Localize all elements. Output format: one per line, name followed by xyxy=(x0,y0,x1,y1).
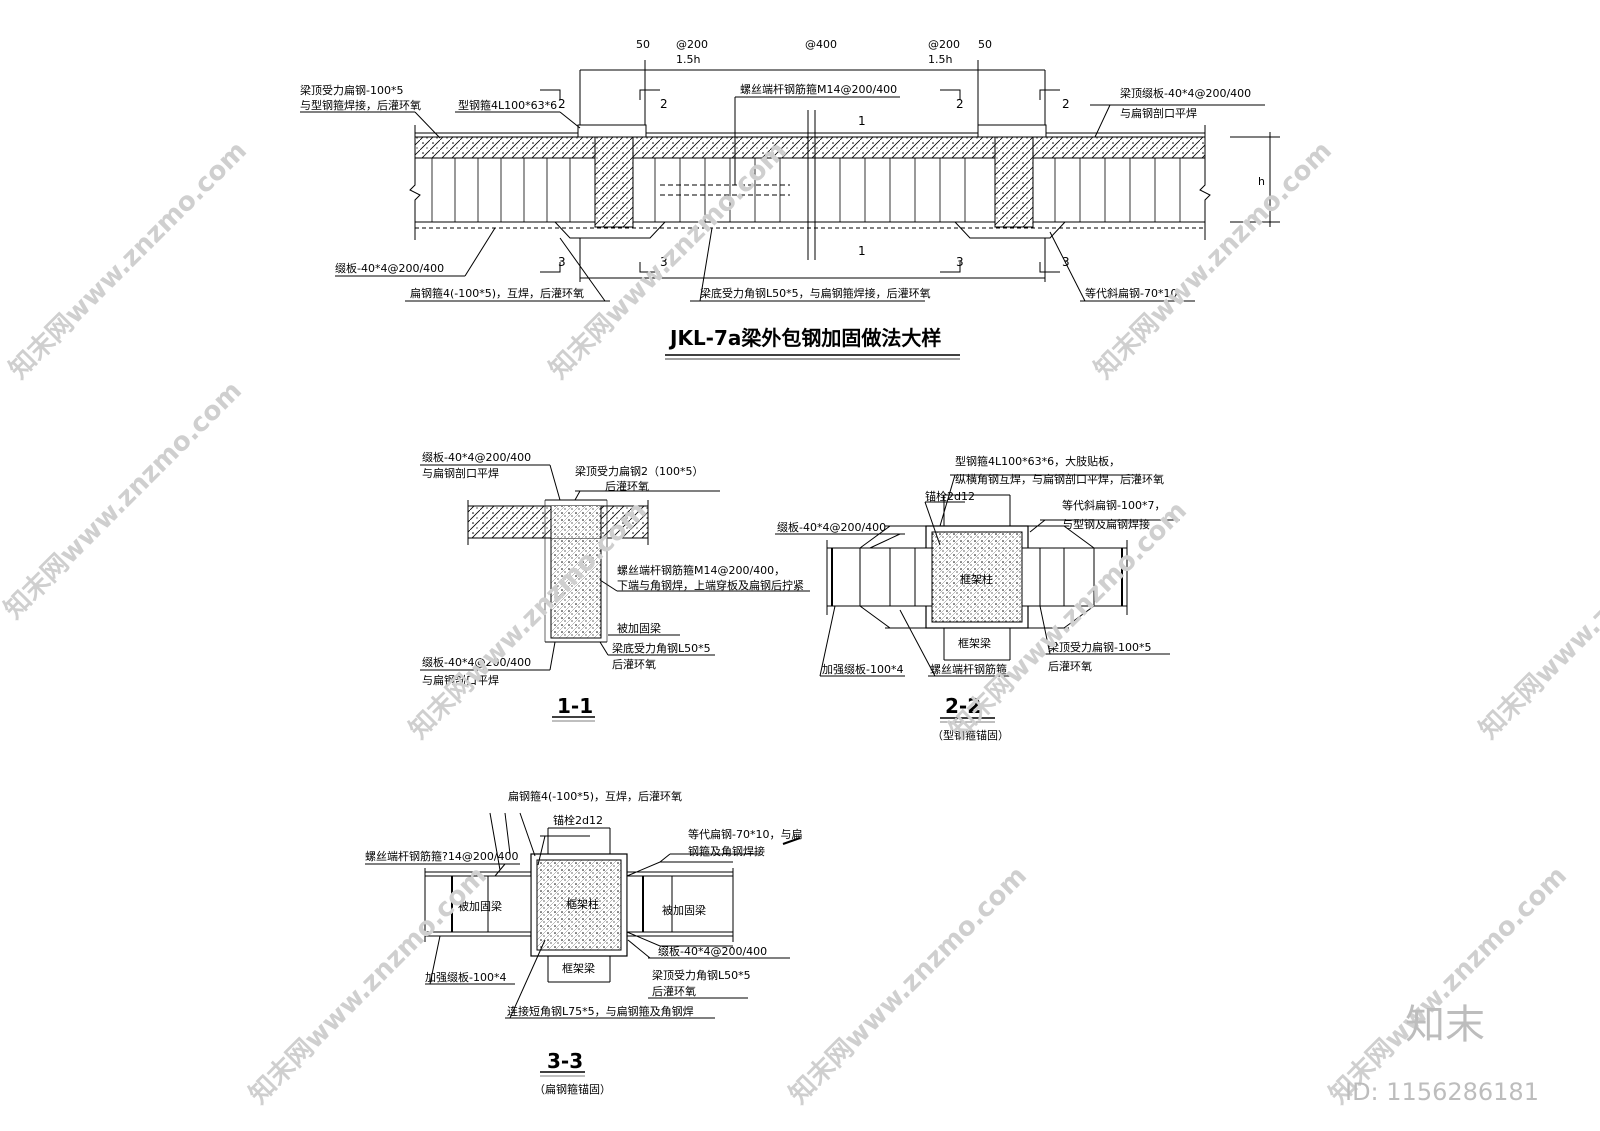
s22-diag-2: 与型钢及扁钢焊接 xyxy=(1062,517,1150,531)
label-flat-hoop: 扁钢箍4(-100*5)，互焊，后灌环氧 xyxy=(410,286,584,300)
section-3-3-subtitle: （扁钢箍锚固） xyxy=(534,1082,611,1096)
section-2-2-text: 型钢箍4L100*63*6，大肢贴板， 纵横角钢互焊，与扁钢剖口平焊，后灌环氧 … xyxy=(777,454,1165,742)
s22-top-flat-1: 梁顶受力扁钢-100*5 xyxy=(1048,640,1151,654)
watermark-text: 知末网www.znzmo.com xyxy=(784,861,1033,1110)
beam-1-1 xyxy=(550,537,602,639)
s33-frame-beam: 框架梁 xyxy=(562,961,595,975)
s11-bottom-angle-2: 后灌环氧 xyxy=(612,657,656,671)
cut-2-b: 2 xyxy=(660,97,668,111)
cut-3-c: 3 xyxy=(956,255,964,269)
watermark-logo: 知末 xyxy=(1405,1002,1485,1048)
s11-batten-top-1: 缀板-40*4@200/400 xyxy=(422,450,531,464)
s22-hoop-2: 纵横角钢互焊，与扁钢剖口平焊，后灌环氧 xyxy=(955,472,1164,486)
s22-frame-beam: 框架梁 xyxy=(958,636,991,650)
column-stub-right xyxy=(994,136,1034,228)
label-top-plate-2: 与型钢箍焊接，后灌环氧 xyxy=(300,98,421,112)
label-angle-hoop: 型钢箍4L100*63*6 xyxy=(458,98,557,112)
watermark-text: 知末网www.znzmo.com xyxy=(1474,496,1600,745)
top-elevation-text: 50 @200 1.5h @400 @200 50 1.5h h 2 2 2 2… xyxy=(300,38,1265,350)
label-batten-top-1: 梁顶缀板-40*4@200/400 xyxy=(1120,86,1251,100)
label-bolt-hoop: 螺丝端杆钢筋箍M14@200/400 xyxy=(740,82,897,96)
cut-2-a: 2 xyxy=(558,97,566,111)
cut-1-bottom: 1 xyxy=(858,244,866,258)
dim-at400: @400 xyxy=(805,38,837,51)
s33-diag-2: 钢箍及角钢焊接 xyxy=(688,844,765,858)
s22-column: 框架柱 xyxy=(960,572,993,586)
column-2-2 xyxy=(931,531,1023,623)
s11-beam: 被加固梁 xyxy=(617,621,661,635)
s33-beam-left: 被加固梁 xyxy=(458,899,502,913)
dim-1-5h-right: 1.5h xyxy=(928,53,952,66)
section-3-3-title: 3-3 xyxy=(547,1049,583,1073)
stirrups xyxy=(431,158,1181,222)
watermark-text: 知末网www.znzmo.com xyxy=(1089,136,1338,385)
label-diag-flat: 等代斜扁钢-70*10 xyxy=(1085,286,1177,300)
cut-3-b: 3 xyxy=(660,255,668,269)
watermark-text: 知末网www.znzmo.com xyxy=(1324,861,1573,1110)
s22-anchor: 锚栓2d12 xyxy=(925,489,975,503)
top-elevation-detail xyxy=(300,60,1280,360)
dim-at200-right: @200 xyxy=(928,38,960,51)
s11-bottom-angle-1: 梁底受力角钢L50*5 xyxy=(612,641,711,655)
s33-column: 框架柱 xyxy=(566,897,599,911)
section-3-3-text: 扁钢箍4(-100*5)，互焊，后灌环氧 锚栓2d12 螺丝端杆钢筋箍?14@2… xyxy=(365,789,802,1096)
s22-top-flat-2: 后灌环氧 xyxy=(1048,659,1092,673)
cut-1-top: 1 xyxy=(858,114,866,128)
cut-2-d: 2 xyxy=(1062,97,1070,111)
section-2-2-title: 2-2 xyxy=(945,694,981,718)
s33-short-angle: 连接短角钢L75*5，与扁钢箍及角钢焊 xyxy=(507,1004,694,1018)
section-2-2 xyxy=(775,474,1180,723)
s22-batten: 缀板-40*4@200/400 xyxy=(777,520,886,534)
s22-hoop-1: 型钢箍4L100*63*6，大肢贴板， xyxy=(955,454,1120,468)
s33-bolt: 螺丝端杆钢筋箍?14@200/400 xyxy=(365,849,519,863)
column-3-3 xyxy=(536,859,622,951)
watermark-text: 知末网www.znzmo.com xyxy=(0,376,248,625)
s11-batten-bot-2: 与扁钢剖口平焊 xyxy=(422,673,499,687)
cut-3-a: 3 xyxy=(558,255,566,269)
s11-batten-top-2: 与扁钢剖口平焊 xyxy=(422,466,499,480)
dim-at200-left: @200 xyxy=(676,38,708,51)
s11-top-flat-1: 梁顶受力扁钢2（100*5） xyxy=(575,464,704,478)
s33-top-angle-1: 梁顶受力角钢L50*5 xyxy=(652,968,751,982)
column-stub-left xyxy=(594,136,634,228)
section-3-3 xyxy=(365,812,801,1077)
s11-bolt-1: 螺丝端杆钢筋箍M14@200/400， xyxy=(617,563,785,577)
watermark-id: ID: 1156286181 xyxy=(1345,1078,1539,1106)
slab-band xyxy=(414,136,1206,159)
s11-bolt-2: 下端与角钢焊，上端穿板及扁钢后拧紧 xyxy=(617,578,804,592)
section-1-1-text: 缀板-40*4@200/400 与扁钢剖口平焊 梁顶受力扁钢2（100*5） 后… xyxy=(422,450,804,718)
cut-3-d: 3 xyxy=(1062,255,1070,269)
section-2-2-subtitle: （型钢箍锚固） xyxy=(932,728,1009,742)
s33-top-angle-2: 后灌环氧 xyxy=(652,984,696,998)
s33-diag-1: 等代扁钢-70*10，与扁 xyxy=(688,827,802,841)
watermarks: 知末网www.znzmo.com 知末网www.znzmo.com 知末网www… xyxy=(0,136,1600,1110)
s33-beam-right: 被加固梁 xyxy=(662,903,706,917)
main-title: JKL-7a梁外包钢加固做法大样 xyxy=(668,326,941,350)
dim-h: h xyxy=(1258,175,1265,188)
s22-diag-1: 等代斜扁钢-100*7， xyxy=(1062,498,1165,512)
dim-50-right: 50 xyxy=(978,38,992,51)
s22-bolt-hoop: 螺丝端杆钢筋箍 xyxy=(930,662,1007,676)
s22-strong-batten: 加强缀板-100*4 xyxy=(822,662,903,676)
s33-strong-batten: 加强缀板-100*4 xyxy=(425,970,506,984)
dim-50-left: 50 xyxy=(636,38,650,51)
s33-batten: 缀板-40*4@200/400 xyxy=(658,944,767,958)
label-batten-bottom: 缀板-40*4@200/400 xyxy=(335,261,444,275)
s11-batten-bot-1: 缀板-40*4@200/400 xyxy=(422,655,531,669)
label-batten-top-2: 与扁钢剖口平焊 xyxy=(1120,106,1197,120)
s11-top-flat-2: 后灌环氧 xyxy=(605,479,649,493)
s33-anchor: 锚栓2d12 xyxy=(553,813,603,827)
section-1-1 xyxy=(420,464,810,722)
label-top-plate-1: 梁顶受力扁钢-100*5 xyxy=(300,83,403,97)
watermark-text: 知末网www.znzmo.com xyxy=(244,861,493,1110)
watermark-text: 知末网www.znzmo.com xyxy=(4,136,253,385)
label-bottom-angle: 梁底受力角钢L50*5，与扁钢箍焊接，后灌环氧 xyxy=(700,286,931,300)
section-1-1-title: 1-1 xyxy=(557,694,593,718)
s33-flat-hoop: 扁钢箍4(-100*5)，互焊，后灌环氧 xyxy=(508,789,682,803)
dim-1-5h-left: 1.5h xyxy=(676,53,700,66)
cut-2-c: 2 xyxy=(956,97,964,111)
